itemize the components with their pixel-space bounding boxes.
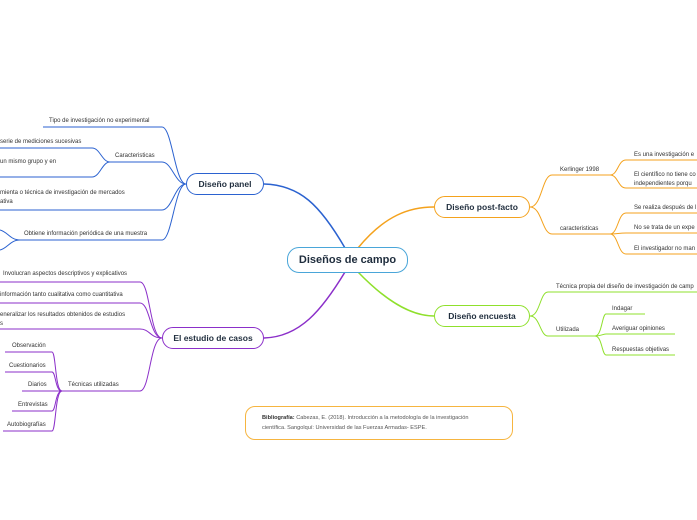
subtopic-grupo[interactable]: un mismo grupo y en <box>0 159 57 165</box>
subtopic-tipo[interactable]: Tipo de investigación no experimental <box>49 118 150 124</box>
subtopic-caracteristicas-post[interactable]: caracteristicas <box>560 226 599 232</box>
subtopic-generalizar-cont[interactable]: s <box>0 321 3 327</box>
subtopic-herramienta[interactable]: mienta o técnica de investigación de mer… <box>0 190 125 196</box>
subtopic-utilizada[interactable]: Utilizada <box>556 327 580 333</box>
subtopic-experimento[interactable]: No se trata de un expe <box>634 225 695 231</box>
subtopic-diarios[interactable]: Diarios <box>28 382 47 388</box>
branch-diseno-encuesta[interactable]: Diseño encuesta <box>434 305 530 327</box>
subtopic-mediciones[interactable]: serie de mediciones sucesivas <box>0 139 82 145</box>
subtopic-realiza[interactable]: Se realiza después de l <box>634 205 697 211</box>
subtopic-indagar[interactable]: Indagar <box>612 306 633 312</box>
subtopic-tecnicas[interactable]: Técnicas utilizadas <box>68 382 119 388</box>
bibliography-label: Bibliografía: <box>262 415 295 421</box>
subtopic-caracteristicas[interactable]: Caracteristicas <box>115 153 155 159</box>
subtopic-independientes[interactable]: independientes porqu <box>634 181 692 187</box>
subtopic-cientifico[interactable]: El científico no tiene co <box>634 172 696 178</box>
subtopic-respuestas[interactable]: Respuestas objetivas <box>612 347 670 353</box>
subtopic-observacion[interactable]: Observación <box>12 343 46 349</box>
bibliography-line-2: científica. Sangolquí: Universidad de la… <box>262 425 427 431</box>
bibliography-text: Cabezas, E. (2018). Introducción a la me… <box>294 415 469 421</box>
bibliography-line-1: Bibliografía: Cabezas, E. (2018). Introd… <box>262 413 512 423</box>
subtopic-investigacion[interactable]: Es una investigación e <box>634 152 695 158</box>
subtopic-obtiene[interactable]: Obtiene información periódica de una mue… <box>24 231 148 237</box>
bibliography-note[interactable]: Bibliografía: Cabezas, E. (2018). Introd… <box>245 406 513 440</box>
subtopic-manipula[interactable]: El investigador no man <box>634 246 696 252</box>
subtopic-cuestionarios[interactable]: Cuestionarios <box>9 363 46 369</box>
branch-diseno-post-facto[interactable]: Diseño post-facto <box>434 196 530 218</box>
subtopic-kerlinger[interactable]: Kerlinger 1998 <box>560 167 600 173</box>
branch-estudio-casos[interactable]: El estudio de casos <box>162 327 264 349</box>
subtopic-cuantitativa[interactable]: ativa <box>0 199 13 205</box>
branch-diseno-panel[interactable]: Diseño panel <box>186 173 264 195</box>
subtopic-informacion[interactable]: información tanto cualitativa como cuant… <box>0 292 123 298</box>
central-topic[interactable]: Diseños de campo <box>287 247 408 273</box>
subtopic-generalizar[interactable]: eneralizar los resultados obtenidos de e… <box>0 312 126 318</box>
subtopic-tecnica[interactable]: Técnica propia del diseño de investigaci… <box>556 284 694 290</box>
subtopic-autobiografias[interactable]: Autobiografías <box>7 422 46 428</box>
subtopic-entrevistas[interactable]: Entrevistas <box>18 402 48 408</box>
subtopic-averiguar[interactable]: Averiguar opiniones <box>612 326 665 332</box>
subtopic-involucran[interactable]: Involucran aspectos descriptivos y expli… <box>3 271 128 277</box>
